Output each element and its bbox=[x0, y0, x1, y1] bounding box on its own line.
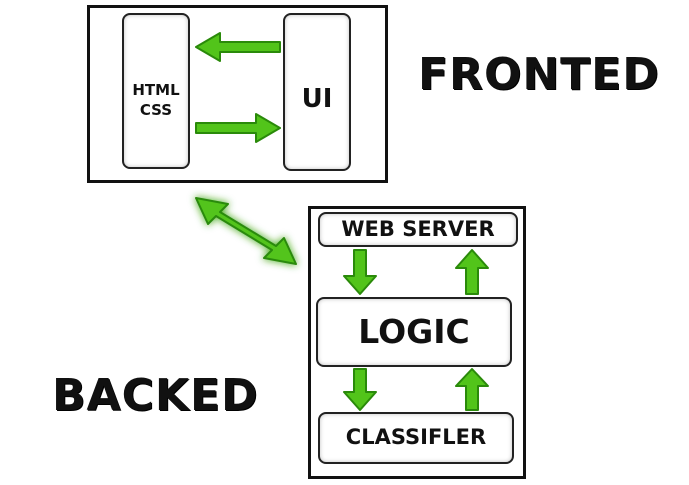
logic-label: LOGIC bbox=[358, 312, 470, 351]
backend-title: BACKED bbox=[52, 370, 259, 421]
web-server-label: WEB SERVER bbox=[341, 217, 495, 241]
arrow-left-icon bbox=[195, 32, 281, 62]
classifier-box bbox=[318, 412, 514, 464]
arrow-up-icon bbox=[455, 368, 489, 411]
ui-panel bbox=[283, 13, 351, 171]
arrow-down-icon bbox=[343, 368, 377, 411]
css-label: CSS bbox=[139, 101, 173, 119]
arrow-up-icon bbox=[455, 249, 489, 295]
classifier-label: CLASSIFLER bbox=[345, 425, 487, 449]
arrow-down-icon bbox=[343, 249, 377, 295]
html-css-panel bbox=[122, 13, 190, 169]
logic-box bbox=[316, 297, 512, 367]
frontend-title: FRONTED bbox=[418, 49, 660, 100]
double-arrow-icon bbox=[195, 197, 297, 265]
html-label: HTML bbox=[132, 81, 180, 99]
web-server-box bbox=[318, 212, 518, 247]
ui-label: UI bbox=[301, 84, 333, 114]
arrow-right-icon bbox=[195, 113, 281, 143]
